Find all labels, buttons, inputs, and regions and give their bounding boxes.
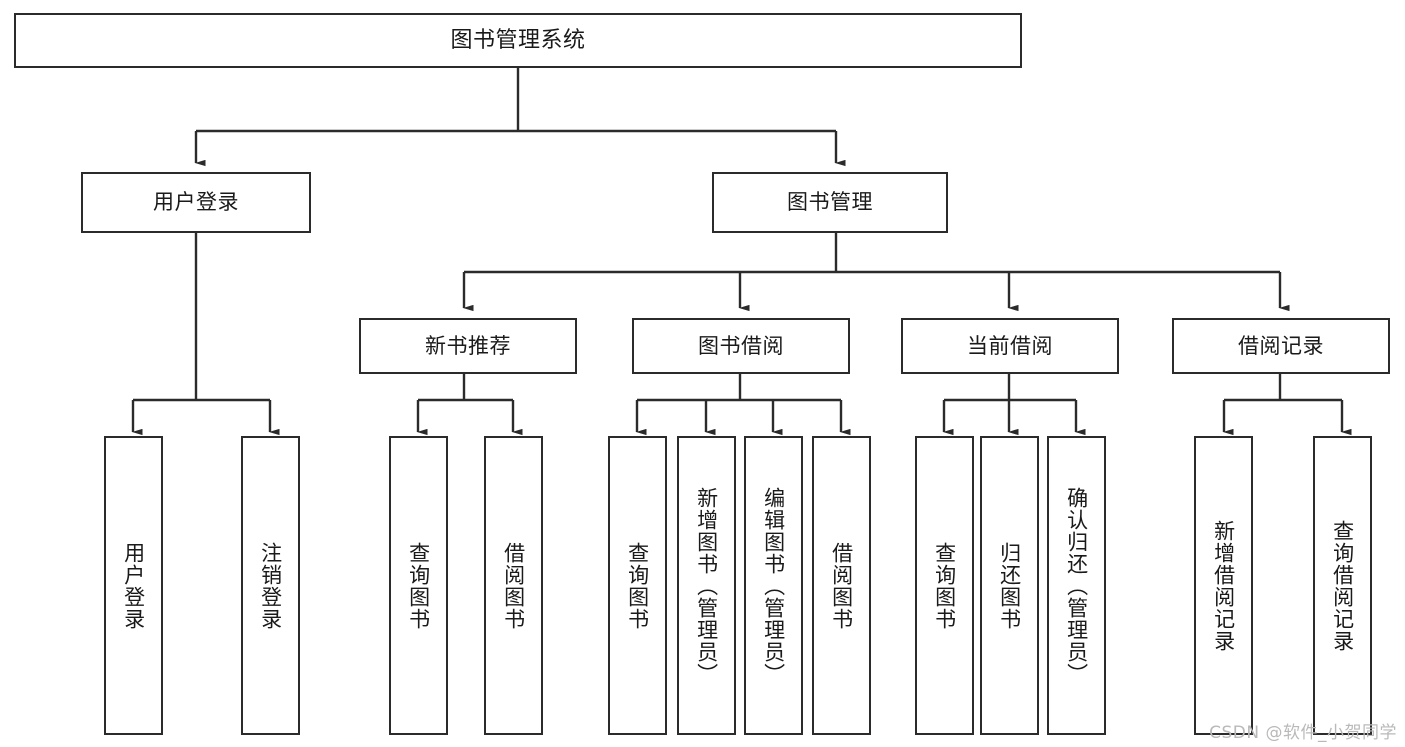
- node-label: 新增图书（管理员）: [694, 486, 719, 685]
- node-label: 当前借阅: [967, 333, 1053, 358]
- node-new-book-recommend[interactable]: 新书推荐: [359, 318, 577, 374]
- node-label: 查询借阅记录: [1330, 519, 1355, 652]
- watermark: CSDN @软件_小贺同学: [1209, 723, 1397, 743]
- leaf-confirm-return[interactable]: 确认归还（管理员）: [1047, 436, 1106, 735]
- node-label: 用户登录: [121, 541, 146, 630]
- node-book-management[interactable]: 图书管理: [712, 172, 948, 233]
- node-label: 借阅图书: [829, 541, 854, 630]
- node-borrow-record[interactable]: 借阅记录: [1172, 318, 1390, 374]
- node-label: 归还图书: [997, 541, 1022, 630]
- node-label: 图书借阅: [698, 333, 784, 358]
- node-label: 新增借阅记录: [1211, 519, 1236, 652]
- leaf-query-book-recommend[interactable]: 查询图书: [389, 436, 448, 735]
- leaf-borrow-book[interactable]: 借阅图书: [812, 436, 871, 735]
- node-label: 确认归还（管理员）: [1064, 486, 1089, 685]
- leaf-edit-book[interactable]: 编辑图书（管理员）: [744, 436, 803, 735]
- node-label: 注销登录: [258, 541, 283, 630]
- node-label: 图书管理系统: [450, 27, 586, 53]
- leaf-query-book-borrow[interactable]: 查询图书: [608, 436, 667, 735]
- leaf-logout[interactable]: 注销登录: [241, 436, 300, 735]
- node-label: 编辑图书（管理员）: [761, 486, 786, 685]
- node-label: 用户登录: [153, 190, 239, 215]
- node-label: 查询图书: [932, 541, 957, 630]
- leaf-add-borrow-record[interactable]: 新增借阅记录: [1194, 436, 1253, 735]
- node-label: 借阅图书: [501, 541, 526, 630]
- node-book-borrow[interactable]: 图书借阅: [632, 318, 850, 374]
- leaf-borrow-book-recommend[interactable]: 借阅图书: [484, 436, 543, 735]
- leaf-query-borrow-record[interactable]: 查询借阅记录: [1313, 436, 1372, 735]
- leaf-user-login[interactable]: 用户登录: [104, 436, 163, 735]
- leaf-return-book[interactable]: 归还图书: [980, 436, 1039, 735]
- node-user-login[interactable]: 用户登录: [81, 172, 311, 233]
- node-label: 查询图书: [625, 541, 650, 630]
- node-label: 新书推荐: [425, 333, 511, 358]
- node-label: 查询图书: [406, 541, 431, 630]
- leaf-query-book-current[interactable]: 查询图书: [915, 436, 974, 735]
- node-root-system[interactable]: 图书管理系统: [14, 13, 1022, 68]
- leaf-add-book[interactable]: 新增图书（管理员）: [677, 436, 736, 735]
- node-label: 借阅记录: [1238, 333, 1324, 358]
- node-current-borrow[interactable]: 当前借阅: [901, 318, 1119, 374]
- node-label: 图书管理: [787, 190, 873, 215]
